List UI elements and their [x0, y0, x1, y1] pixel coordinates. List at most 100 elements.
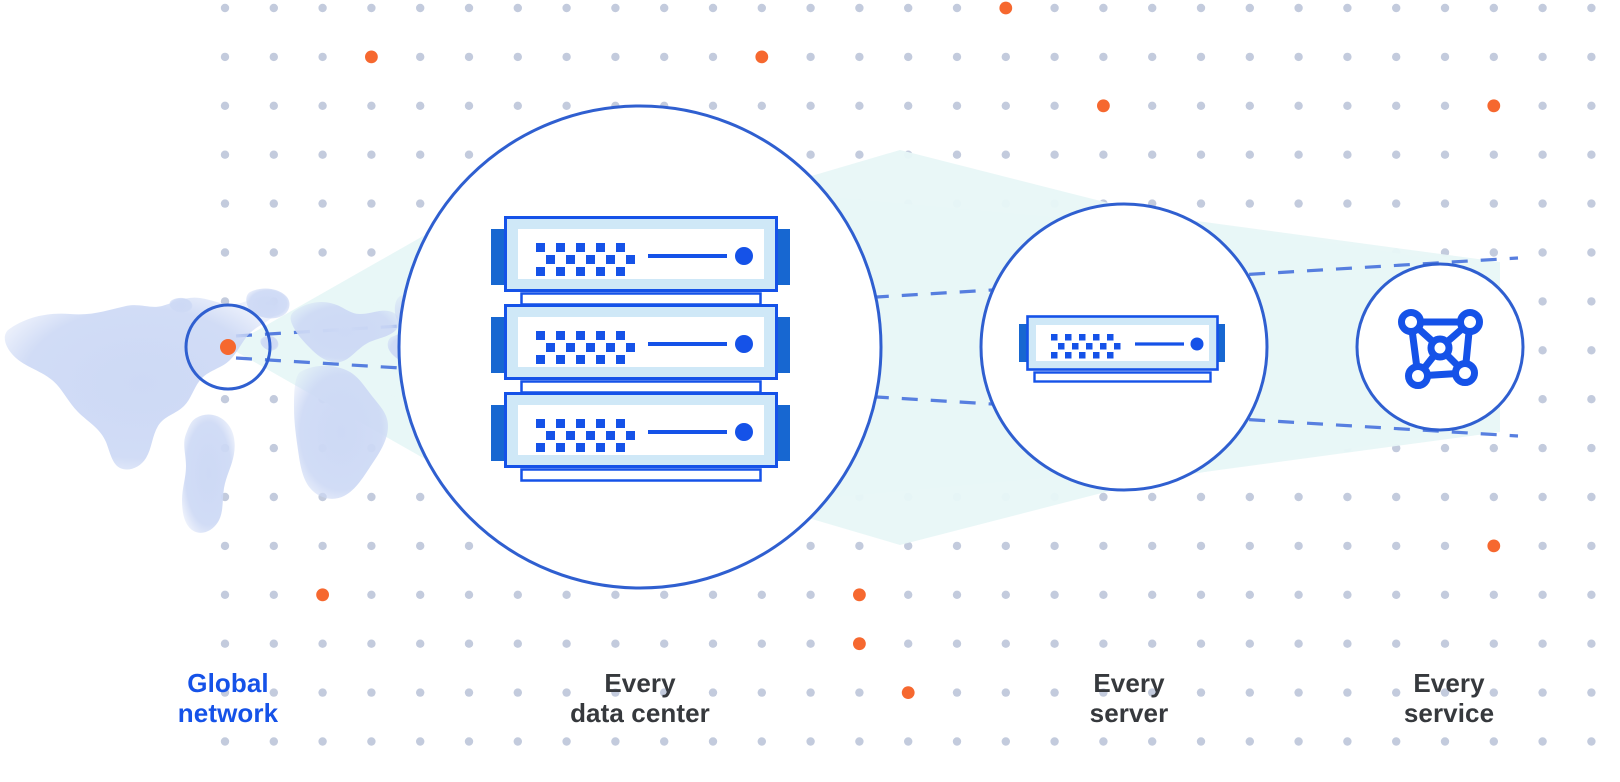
grid-dot	[513, 639, 522, 648]
grid-dot	[708, 3, 718, 13]
grid-dot	[562, 3, 571, 13]
grid-dot	[1489, 3, 1499, 13]
grid-dot	[611, 52, 620, 62]
grid-dot	[220, 199, 230, 208]
grid-dot	[269, 688, 278, 697]
grid-dot	[1196, 52, 1206, 62]
grid-dot	[952, 52, 962, 62]
grid-dot	[1489, 443, 1499, 453]
grid-dot	[1343, 541, 1352, 551]
grid-dot	[757, 101, 766, 111]
grid-dot-accent	[999, 1, 1013, 15]
stage-label-service: Every service	[1403, 668, 1495, 729]
server-vent-dots	[536, 331, 635, 364]
grid-dot	[1196, 3, 1206, 13]
grid-dot	[416, 541, 425, 551]
status-dot	[1190, 337, 1204, 351]
grid-dot	[904, 52, 913, 62]
grid-dot	[367, 3, 376, 13]
grid-dot-accent	[365, 50, 378, 64]
stage-label-global-network: Global network	[177, 668, 279, 729]
grid-dot	[1343, 150, 1352, 159]
grid-dot	[367, 492, 376, 502]
grid-dot	[1538, 492, 1547, 502]
grid-dot	[1440, 541, 1450, 551]
grid-dot	[1587, 3, 1596, 13]
grid-dot	[367, 590, 376, 599]
grid-dot	[464, 101, 474, 111]
grid-dot	[1587, 737, 1596, 746]
map-highlight[interactable]	[184, 303, 272, 391]
grid-dot	[757, 737, 766, 746]
grid-dot	[318, 639, 327, 648]
grid-dot	[806, 150, 815, 159]
server-unit	[491, 304, 790, 380]
grid-dot	[464, 639, 474, 648]
grid-dot	[1148, 541, 1157, 551]
grid-dot	[562, 590, 571, 599]
grid-dot	[611, 3, 620, 13]
grid-dot	[1001, 101, 1010, 111]
grid-dot-accent	[853, 637, 866, 651]
grid-dot	[1148, 590, 1157, 599]
orange-location-dot	[220, 339, 236, 355]
server-unit	[491, 392, 790, 468]
grid-dot	[757, 3, 766, 13]
grid-dot	[952, 737, 962, 746]
grid-dot	[855, 101, 864, 111]
grid-dot	[318, 248, 327, 257]
grid-dot	[1440, 737, 1450, 746]
grid-dot	[269, 248, 278, 257]
grid-dot	[1196, 639, 1206, 648]
grid-dot	[1196, 150, 1206, 159]
grid-dot	[904, 541, 913, 551]
grid-dot	[367, 541, 376, 551]
grid-dot	[1392, 52, 1401, 62]
grid-dot	[1148, 639, 1157, 648]
grid-dot	[367, 101, 376, 111]
grid-dot	[1489, 688, 1499, 697]
grid-dot	[1245, 688, 1255, 697]
grid-dot	[1050, 590, 1059, 599]
grid-dot	[318, 3, 327, 13]
grid-dot	[1440, 443, 1450, 453]
grid-dot	[416, 52, 425, 62]
grid-dot	[1148, 492, 1157, 502]
grid-dot	[952, 101, 962, 111]
grid-dot-accent	[1487, 539, 1501, 553]
grid-dot	[1538, 443, 1547, 453]
grid-dot	[1587, 101, 1596, 111]
grid-dot	[220, 541, 230, 551]
grid-dot	[1538, 150, 1547, 159]
grid-dot	[855, 3, 864, 13]
grid-dot	[1245, 590, 1255, 599]
grid-dot	[708, 590, 718, 599]
grid-dot	[708, 737, 718, 746]
grid-dot	[708, 101, 718, 111]
grid-dot	[220, 590, 230, 599]
grid-dot	[1148, 52, 1157, 62]
grid-dot	[367, 737, 376, 746]
grid-dot	[904, 101, 913, 111]
grid-dot	[318, 150, 327, 159]
grid-dot	[757, 639, 766, 648]
grid-dot	[1050, 101, 1059, 111]
grid-dot	[1099, 688, 1108, 697]
grid-dot	[1294, 541, 1303, 551]
grid-dot	[562, 737, 571, 746]
grid-dot	[1392, 639, 1401, 648]
grid-dot	[1489, 150, 1499, 159]
grid-dot	[757, 590, 766, 599]
grid-dot	[464, 3, 474, 13]
grid-dot	[269, 492, 278, 502]
grid-dot	[513, 590, 522, 599]
grid-dot	[1099, 541, 1108, 551]
grid-dot	[1440, 590, 1450, 599]
grid-dot	[513, 688, 522, 697]
grid-dot-accent	[1097, 99, 1110, 113]
grid-dot	[464, 688, 474, 697]
grid-dot	[1392, 492, 1401, 502]
grid-dot	[1148, 150, 1157, 159]
grid-dot	[1001, 150, 1010, 159]
